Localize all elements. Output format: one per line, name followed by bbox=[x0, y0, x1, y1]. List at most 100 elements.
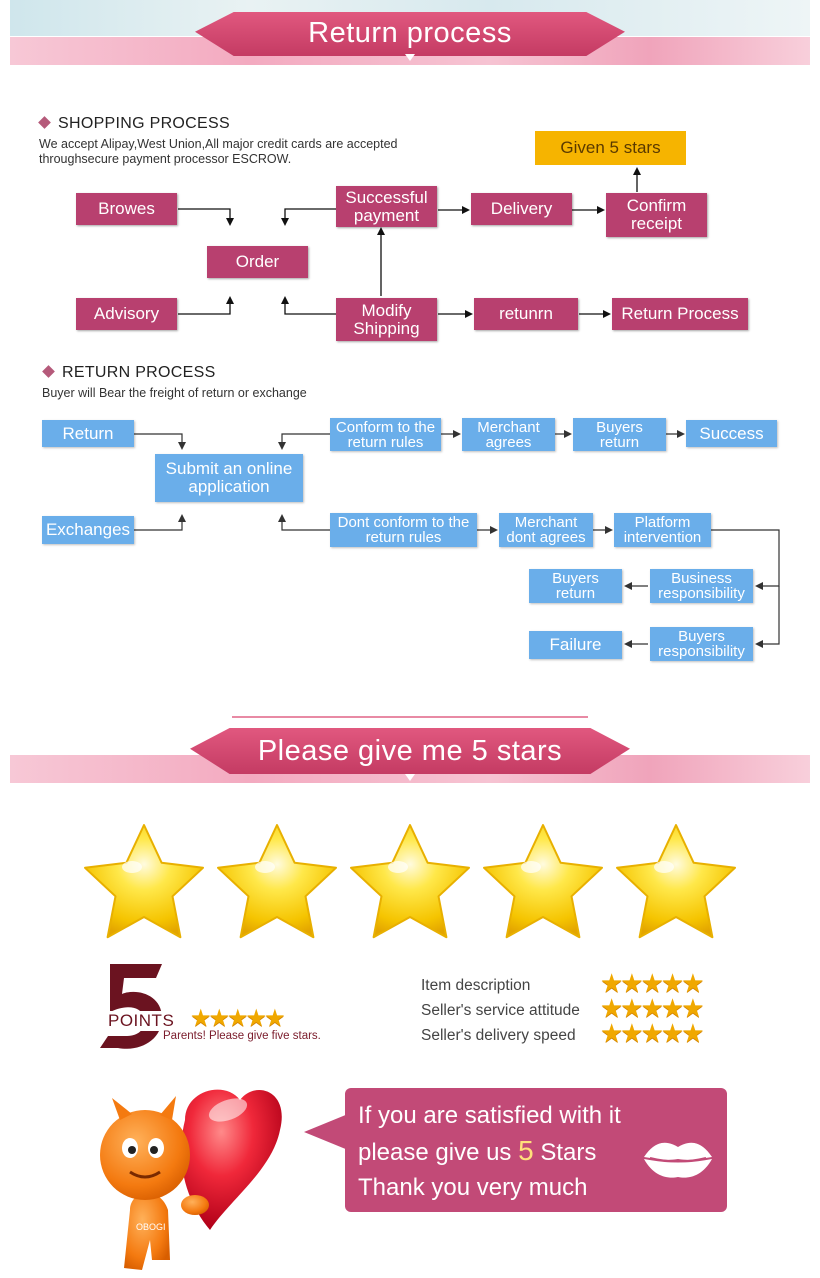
rstep-buyers-resp-label1: Buyers bbox=[678, 628, 725, 645]
shopping-subtitle-line2: throughsecure payment processor ESCROW. bbox=[39, 152, 292, 166]
step-order: Order bbox=[207, 246, 308, 278]
step-modify-shipping-label2: Shipping bbox=[353, 318, 420, 338]
step-modify-shipping-label1: Modify bbox=[361, 300, 412, 320]
big-star-highlight bbox=[255, 861, 275, 873]
rstep-business-responsibility: Business responsibility bbox=[650, 569, 753, 603]
rstep-dont-conform-label2: return rules bbox=[365, 529, 442, 546]
rating-label-service-attitude: Seller's service attitude bbox=[421, 1002, 580, 1019]
satisfaction-bubble: If you are satisfied with it please give… bbox=[345, 1088, 727, 1212]
rstep-merchant-dont-label2: dont agrees bbox=[506, 529, 586, 546]
diamond-bullet-icon bbox=[42, 365, 55, 378]
rstep-dont-conform: Dont conform to the return rules bbox=[330, 513, 477, 547]
rstep-conform-label2: return rules bbox=[347, 433, 424, 451]
shopping-subtitle-line1: We accept Alipay,West Union,All major cr… bbox=[39, 137, 398, 151]
bubble-line2: please give us 5 Stars bbox=[358, 1133, 621, 1170]
big-star-highlight bbox=[122, 861, 142, 873]
rstep-buyers-return-label1: Buyers bbox=[596, 418, 643, 436]
step-browes-label: Browes bbox=[98, 199, 155, 218]
rating-stars-service-attitude: ★★★★★ bbox=[600, 993, 705, 1023]
step-return-process-label: Return Process bbox=[621, 304, 739, 323]
rstep-merchant-dont-label1: Merchant bbox=[514, 514, 578, 531]
step-successful-payment: Successful payment bbox=[336, 186, 437, 227]
big-star-highlight bbox=[388, 861, 408, 873]
bubble-line3: Thank you very much bbox=[358, 1174, 588, 1201]
rstep-return-label: Return bbox=[62, 423, 114, 443]
step-given-5-stars: Given 5 stars bbox=[535, 131, 686, 165]
rstep-buyers-return2-label1: Buyers bbox=[552, 570, 599, 587]
stars-banner-ribbon: Please give me 5 stars bbox=[190, 728, 630, 774]
rstep-exchanges-label: Exchanges bbox=[45, 520, 131, 539]
step-return: retunrn bbox=[474, 298, 578, 330]
bubble-line2-stars: Stars bbox=[533, 1139, 597, 1166]
rstep-buyers-return-label2: return bbox=[599, 433, 640, 451]
big-star-icon bbox=[350, 824, 470, 939]
step-successful-payment-label1: Successful bbox=[345, 187, 428, 207]
big-star-icon bbox=[616, 824, 736, 939]
return-process-subtitle: Buyer will Bear the freight of return or… bbox=[42, 386, 307, 400]
rating-label-item-description: Item description bbox=[421, 977, 531, 994]
rating-stars-item-description: ★★★★★ bbox=[600, 968, 705, 998]
step-return-label: retunrn bbox=[499, 304, 553, 323]
shopping-process-heading: SHOPPING PROCESS bbox=[38, 115, 230, 133]
bubble-line2-text: please give us bbox=[358, 1139, 519, 1166]
rstep-platform-label1: Platform bbox=[634, 514, 691, 531]
step-given-5-stars-label: Given 5 stars bbox=[560, 138, 661, 157]
rstep-failure: Failure bbox=[529, 631, 622, 659]
bubble-text: If you are satisfied with it please give… bbox=[358, 1098, 621, 1205]
shopping-flow-arrows bbox=[134, 167, 780, 648]
rstep-business-resp-label2: responsibility bbox=[658, 585, 745, 602]
step-confirm-receipt-label2: receipt bbox=[630, 214, 683, 233]
stars-banner-title: Please give me 5 stars bbox=[257, 735, 563, 767]
down-arrow-icon bbox=[405, 774, 415, 781]
page-title: Return process bbox=[308, 17, 512, 49]
return-process-title: RETURN PROCESS bbox=[62, 364, 216, 381]
rstep-buyers-return2-label2: return bbox=[555, 585, 596, 602]
return-process-heading: RETURN PROCESS bbox=[42, 364, 216, 382]
rstep-business-resp-label1: Business bbox=[671, 570, 732, 587]
big-stars-row bbox=[84, 824, 736, 939]
rstep-submit-label1: Submit an online bbox=[165, 459, 293, 478]
mascot-badge: OBOGI bbox=[136, 1222, 166, 1232]
rstep-buyers-return: Buyers return bbox=[573, 418, 666, 451]
top-banner-ribbon: Return process bbox=[195, 12, 625, 56]
bubble-pointer bbox=[304, 1114, 348, 1150]
rstep-platform-intervention: Platform intervention bbox=[614, 513, 711, 547]
step-delivery: Delivery bbox=[471, 193, 572, 225]
step-delivery-label: Delivery bbox=[490, 199, 553, 218]
rstep-merchant-agrees-label2: agrees bbox=[485, 433, 532, 451]
big-star-icon bbox=[483, 824, 603, 939]
rstep-dont-conform-label1: Dont conform to the bbox=[337, 514, 470, 531]
rstep-submit-application: Submit an online application bbox=[155, 454, 303, 502]
step-advisory: Advisory bbox=[76, 298, 177, 330]
rstep-return: Return bbox=[42, 420, 134, 447]
points-caption: Parents! Please give five stars. bbox=[163, 1030, 321, 1042]
rating-label-delivery-speed: Seller's delivery speed bbox=[421, 1027, 576, 1044]
points-stars: ★★★★★ bbox=[190, 1005, 286, 1032]
rstep-platform-label2: intervention bbox=[623, 529, 702, 546]
step-order-label: Order bbox=[235, 252, 280, 271]
rstep-buyers-resp-label2: responsibility bbox=[658, 643, 745, 660]
big-star-highlight bbox=[521, 861, 541, 873]
rstep-merchant-agrees-label1: Merchant bbox=[477, 418, 540, 436]
rating-stars-delivery-speed: ★★★★★ bbox=[600, 1018, 705, 1048]
step-advisory-label: Advisory bbox=[93, 304, 160, 323]
big-star-highlight bbox=[654, 861, 674, 873]
down-arrow-icon bbox=[405, 54, 415, 61]
rstep-failure-label: Failure bbox=[549, 635, 602, 654]
big-star-icon bbox=[217, 824, 337, 939]
bubble-line1: If you are satisfied with it bbox=[358, 1102, 621, 1129]
shopping-process-subtitle: We accept Alipay,West Union,All major cr… bbox=[39, 137, 398, 167]
step-confirm-receipt-label1: Confirm bbox=[626, 196, 687, 215]
step-modify-shipping: Modify Shipping bbox=[336, 298, 437, 341]
rstep-buyers-responsibility: Buyers responsibility bbox=[650, 627, 753, 661]
shopping-process-title: SHOPPING PROCESS bbox=[58, 115, 230, 132]
rstep-merchant-agrees: Merchant agrees bbox=[462, 418, 555, 451]
rstep-buyers-return-2: Buyers return bbox=[529, 569, 622, 603]
rstep-success-label: Success bbox=[699, 423, 764, 443]
step-successful-payment-label2: payment bbox=[353, 205, 420, 225]
rstep-conform-label1: Conform to the bbox=[335, 418, 436, 436]
step-browes: Browes bbox=[76, 193, 177, 225]
mascot-heart-illustration: OBOGI bbox=[100, 1089, 282, 1270]
points-word: POINTS bbox=[106, 1011, 177, 1031]
step-confirm-receipt: Confirm receipt bbox=[606, 193, 707, 237]
